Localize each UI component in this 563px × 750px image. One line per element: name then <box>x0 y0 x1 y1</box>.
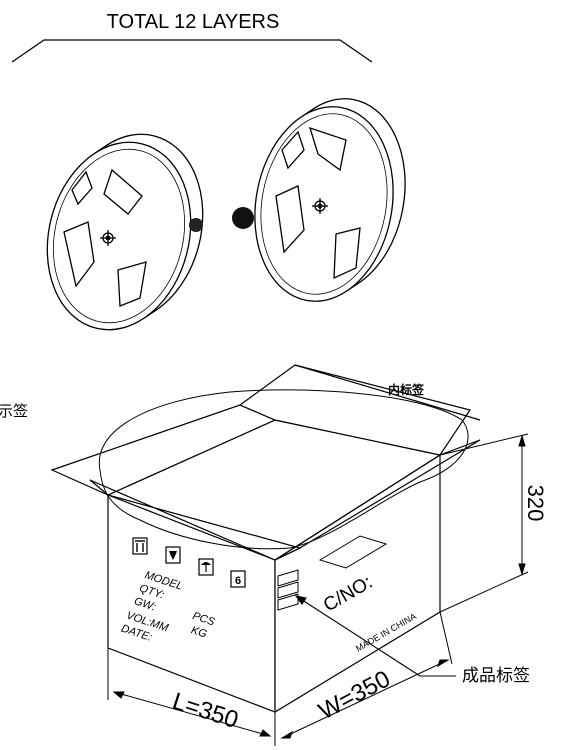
length-dimension <box>107 648 276 746</box>
height-value: 320 <box>523 485 548 522</box>
carton-box <box>50 364 481 714</box>
finished-label: 成品标签 <box>462 666 530 685</box>
label-strips <box>277 569 299 611</box>
carton-sticker <box>318 535 388 569</box>
carton-label: MODEL QTY: GW: VOL:MM DATE: PCS KG <box>120 569 217 643</box>
reel-left <box>46 133 204 331</box>
reel-right <box>254 98 406 302</box>
inner-label: 内标签 <box>388 382 425 397</box>
width-dimension <box>280 611 453 739</box>
finished-label-leader <box>294 595 456 677</box>
svg-text:6: 6 <box>235 575 241 587</box>
title-bracket <box>11 39 373 63</box>
layers-title: TOTAL 12 LAYERS <box>107 11 280 33</box>
this-way-up-icon <box>132 537 148 555</box>
partial-label-left: 示签 <box>0 403 28 420</box>
large-bead-icon <box>232 207 254 229</box>
keep-dry-icon <box>198 558 214 576</box>
fragile-icon <box>165 546 181 564</box>
small-bead-icon <box>189 218 203 232</box>
height-dimension <box>439 433 529 613</box>
stack-limit-icon: 6 <box>230 570 246 588</box>
kg-label: KG <box>189 624 208 640</box>
